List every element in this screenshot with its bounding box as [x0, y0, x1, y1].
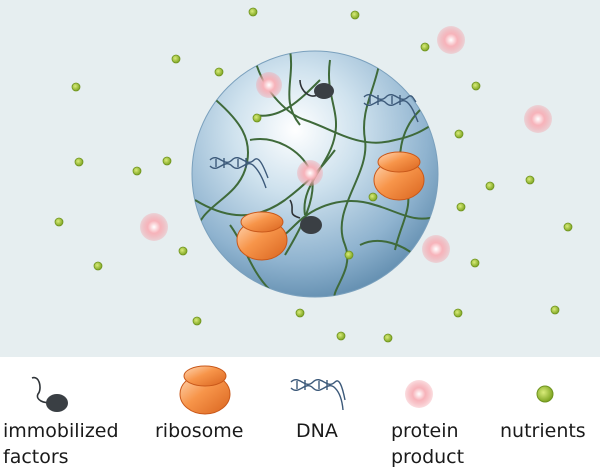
protein-product-dot: [256, 72, 282, 98]
legend-label-immobilized-factors: immobilized factors: [3, 420, 119, 468]
protein-product-dot: [140, 213, 168, 241]
dna-strand: [363, 94, 419, 123]
protein-product-dot: [437, 26, 465, 54]
ribosome: [236, 211, 288, 261]
ribosome: [373, 151, 425, 201]
legend-ribosome-icon: [179, 365, 231, 415]
legend-factor-icon: [31, 376, 68, 412]
protein-product-dot: [422, 235, 450, 263]
legend-protein-icon: [405, 380, 433, 408]
legend-dna-icon: [290, 379, 346, 411]
legend-label-dna: DNA: [296, 420, 338, 442]
legend-label-nutrients: nutrients: [500, 420, 586, 442]
protein-product-dot: [297, 160, 323, 186]
immobilized-factor: [299, 79, 334, 99]
dna-strand: [209, 157, 269, 189]
legend-nutrient-icon: [536, 385, 554, 403]
legend-label-ribosome: ribosome: [155, 420, 244, 442]
legend: [31, 365, 554, 415]
nutrients: [54, 7, 573, 343]
immobilized-factor: [289, 199, 322, 234]
protein-product-dot: [524, 105, 552, 133]
legend-label-protein-product: protein product: [391, 420, 465, 468]
protein-products: [140, 26, 552, 263]
